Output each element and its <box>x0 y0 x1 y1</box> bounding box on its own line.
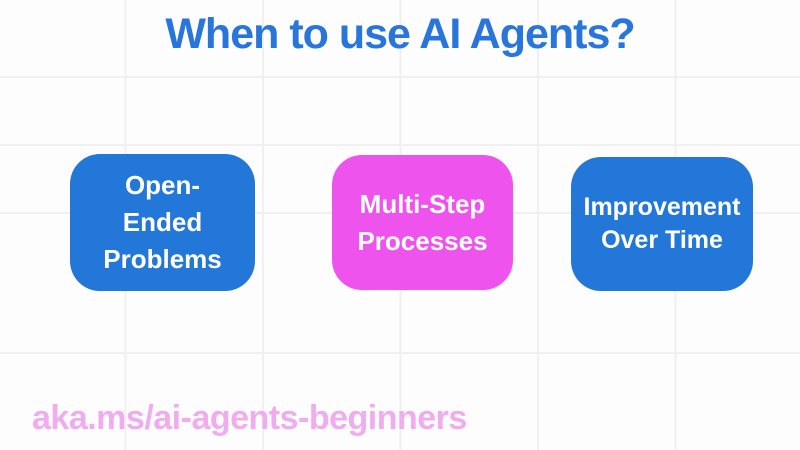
card-improvement-over-time: Improvement Over Time <box>571 157 753 291</box>
card-open-ended-problems-label: Open- Ended Problems <box>103 170 222 274</box>
card-multi-step-processes: Multi-Step Processes <box>332 155 513 290</box>
card-open-ended-problems: Open- Ended Problems <box>70 154 255 291</box>
slide-title: When to use AI Agents? <box>165 10 635 58</box>
card-improvement-over-time-label: Improvement Over Time <box>583 193 741 254</box>
course-url-text: aka.ms/ai-agents-beginners <box>32 399 467 437</box>
card-multi-step-processes-label: Multi-Step Processes <box>357 188 488 256</box>
